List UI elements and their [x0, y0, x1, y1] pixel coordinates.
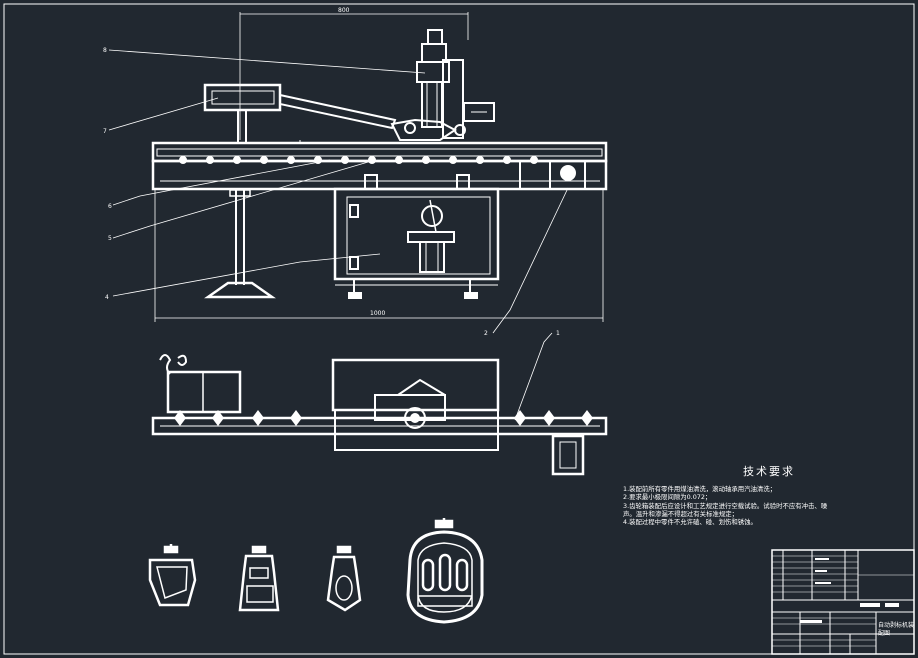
- tech-requirement-item: 3.齿轮箱装配后应设计和工艺规定进行空载试验。试验时不应有冲击、噪: [623, 501, 828, 510]
- balloon-8: 8: [103, 47, 107, 54]
- balloon-4: 4: [105, 294, 109, 301]
- tech-requirement-item: 声。温升和渗漏不得超过有关标准规定；: [623, 509, 739, 518]
- title-block-caption: 自动剥标机装配图: [878, 622, 915, 637]
- leader-lines: [108, 49, 569, 421]
- tech-requirements-title: 技术要求: [743, 465, 795, 478]
- sheet-border: [3, 3, 915, 655]
- top-dimension-label: 800: [338, 7, 350, 14]
- title-block: [771, 549, 915, 655]
- front-view: 800: [151, 7, 608, 322]
- balloon-1: 1: [556, 330, 560, 337]
- balloon-7: 7: [103, 128, 107, 135]
- tech-requirement-item: 4.装配过程中零件不允许磕、碰、划伤和锈蚀。: [623, 518, 757, 527]
- balloon-2: 2: [484, 330, 488, 337]
- tech-requirement-item: 1.装配前所有零件用煤油清洗，滚动轴承用汽油清洗；: [623, 485, 777, 493]
- balloon-5: 5: [108, 235, 112, 242]
- top-view: [151, 354, 608, 476]
- tech-requirement-item: 2.要求最小极限间隙为0.072；: [623, 493, 712, 502]
- balloon-6: 6: [108, 203, 112, 210]
- balloon-labels: 8 7 6 5 4 2 1: [103, 47, 560, 337]
- bottle-detail-views: [148, 518, 484, 624]
- technical-requirements: 技术要求 1.装配前所有零件用煤油清洗，滚动轴承用汽油清洗； 2.要求最小极限间…: [623, 463, 915, 526]
- bottom-dimension-label: 1000: [370, 310, 385, 317]
